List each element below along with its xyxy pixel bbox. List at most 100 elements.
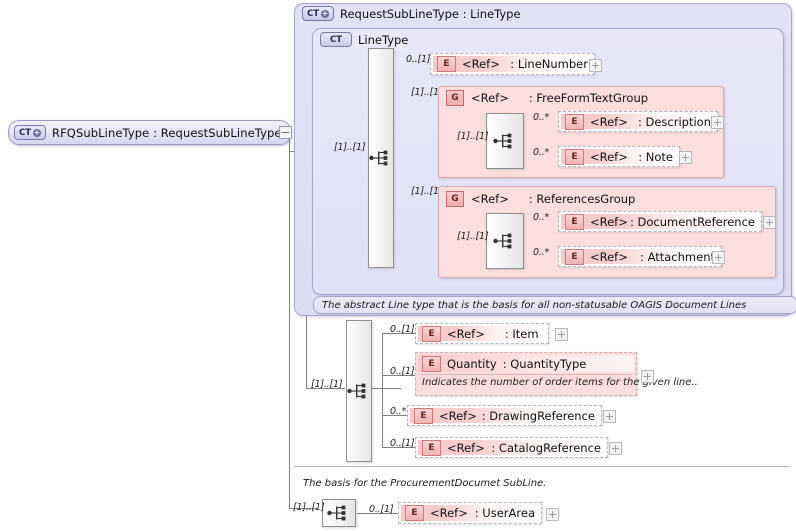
element-type: : Description: [637, 114, 711, 129]
element-catalogreference[interactable]: E <Ref> : CatalogReference: [415, 437, 608, 458]
linetype-annotation: The abstract Line type that is the basis…: [313, 296, 796, 314]
group-name: <Ref>: [471, 192, 509, 206]
element-name: <Ref>: [590, 149, 628, 164]
connector-line: [382, 415, 407, 416]
element-icon: E: [414, 407, 433, 424]
element-linenumber[interactable]: E <Ref> : LineNumber: [430, 53, 595, 75]
element-type: : CatalogReference: [491, 440, 601, 455]
element-name: <Ref>: [590, 114, 628, 129]
complex-type-icon: CT: [320, 32, 352, 47]
expander-userarea[interactable]: [546, 508, 559, 521]
element-icon: E: [405, 505, 424, 521]
root-type-box[interactable]: CT+ RFQSubLineType : RequestSubLineType: [8, 120, 291, 145]
sublinetype-sequence-compositor[interactable]: [346, 320, 372, 462]
element-icon: E: [422, 439, 441, 456]
complex-type-expandable-icon: CT+: [14, 125, 46, 140]
element-type: : Item: [504, 326, 539, 341]
group-type: : FreeFormTextGroup: [528, 91, 649, 105]
linetype-label: LineType: [358, 32, 409, 47]
element-icon: E: [565, 248, 584, 265]
description-cardinality: 0..*: [533, 112, 550, 123]
element-name: Quantity: [447, 356, 497, 371]
element-name: <Ref>: [447, 326, 485, 341]
expander-quantity[interactable]: [641, 370, 654, 383]
root-sequence-compositor[interactable]: [322, 499, 356, 527]
freeformtextgroup-cardinality: [1]..[1]: [411, 87, 443, 98]
sequence-icon: [369, 150, 388, 166]
expander-linenumber[interactable]: [589, 59, 602, 72]
attachment-cardinality: 0..*: [533, 247, 550, 258]
linenumber-cardinality: 0..[1]: [406, 54, 431, 65]
element-type: : DocumentReference: [629, 214, 755, 229]
expander-documentreference[interactable]: [763, 216, 776, 229]
group-icon: G: [446, 191, 464, 207]
element-note[interactable]: E <Ref> : Note: [558, 146, 680, 167]
element-type: : LineNumber: [510, 57, 588, 71]
element-type: : UserArea: [474, 506, 535, 520]
sequence-icon: [493, 233, 512, 249]
linetype-sequence-cardinality: [1]..[1]: [334, 142, 366, 153]
element-icon: E: [422, 355, 441, 372]
expander-description[interactable]: [711, 116, 724, 129]
element-documentreference[interactable]: E <Ref> : DocumentReference: [558, 211, 762, 232]
root-collapse-toggle[interactable]: [279, 126, 292, 139]
element-type: : QuantityType: [502, 356, 587, 371]
sublinetype-annotation: The basis for the ProcurementDocumet Sub…: [303, 478, 547, 489]
freeformtextgroup-title[interactable]: G <Ref> : FreeFormTextGroup: [446, 90, 648, 106]
element-icon: E: [437, 56, 456, 72]
linetype-sequence-compositor[interactable]: [368, 48, 394, 268]
freeformtextgroup-sequence-cardinality: [1]..[1]: [457, 131, 489, 142]
root-type-label: RFQSubLineType : RequestSubLineType: [52, 125, 282, 140]
element-icon: E: [422, 325, 441, 342]
element-quantity[interactable]: E Quantity : QuantityType Indicates the …: [415, 352, 698, 396]
connector-line: [382, 333, 383, 447]
note-cardinality: 0..*: [533, 147, 550, 158]
element-drawingreference[interactable]: E <Ref> : DrawingReference: [407, 405, 602, 426]
sublinetype-sequence-cardinality: [1]..[1]: [311, 379, 343, 390]
complex-type-expandable-icon: CT+: [302, 6, 334, 21]
connector-line: [306, 388, 345, 389]
connector-line: [289, 508, 317, 509]
expander-drawingreference[interactable]: [603, 410, 616, 423]
connector-line: [289, 135, 290, 508]
group-name: <Ref>: [471, 91, 509, 105]
element-attachment[interactable]: E <Ref> : Attachment: [558, 246, 722, 267]
element-userarea[interactable]: E <Ref> : UserArea: [398, 502, 542, 524]
group-icon: G: [446, 90, 464, 106]
group-type: : ReferencesGroup: [528, 192, 636, 206]
connector-line: [371, 388, 401, 389]
connector-line: [382, 375, 420, 376]
drawingreference-cardinality: 0..*: [390, 406, 407, 417]
element-name: <Ref>: [447, 440, 485, 455]
element-name: <Ref>: [462, 57, 500, 71]
element-icon: E: [565, 113, 584, 130]
referencesgroup-sequence-cardinality: [1]..[1]: [457, 231, 489, 242]
expander-attachment[interactable]: [712, 251, 725, 264]
expander-item[interactable]: [555, 328, 568, 341]
connector-line: [357, 513, 401, 514]
element-type: : DrawingReference: [481, 408, 595, 423]
linetype-title: CT LineType: [320, 32, 408, 47]
quantity-documentation: Indicates the number of order items for …: [422, 377, 698, 388]
expander-note[interactable]: [679, 151, 692, 164]
sequence-icon: [347, 383, 366, 399]
element-type: : Attachment: [640, 249, 715, 264]
freeformtextgroup-sequence-compositor[interactable]: [486, 113, 524, 169]
sequence-icon: [493, 133, 512, 149]
item-cardinality: 0..[1]: [390, 324, 415, 335]
element-item[interactable]: E <Ref> : Item: [415, 323, 549, 344]
connector-line: [382, 333, 420, 334]
request-sublinetype-label: RequestSubLineType : LineType: [340, 6, 521, 21]
quantity-cardinality: 0..[1]: [390, 366, 415, 377]
referencesgroup-title[interactable]: G <Ref> : ReferencesGroup: [446, 191, 635, 207]
userarea-cardinality: 0..[1]: [369, 504, 394, 515]
referencesgroup-sequence-compositor[interactable]: [486, 213, 524, 269]
expander-catalogreference[interactable]: [609, 442, 622, 455]
annotation-divider: [294, 466, 790, 467]
element-name: <Ref>: [430, 506, 468, 520]
element-name: <Ref>: [590, 214, 628, 229]
sequence-icon: [327, 505, 346, 521]
element-description[interactable]: E <Ref> : Description: [558, 111, 718, 132]
connector-line: [382, 447, 420, 448]
